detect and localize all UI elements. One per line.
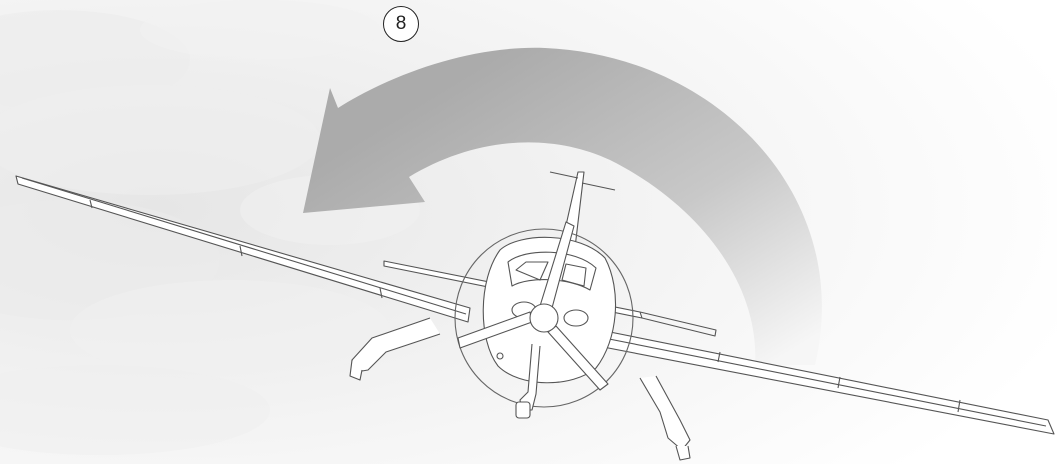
airplane-front-view-icon [15, 171, 1055, 461]
step-number-badge: 8 [383, 6, 419, 42]
rotation-arrow-icon [303, 47, 822, 366]
